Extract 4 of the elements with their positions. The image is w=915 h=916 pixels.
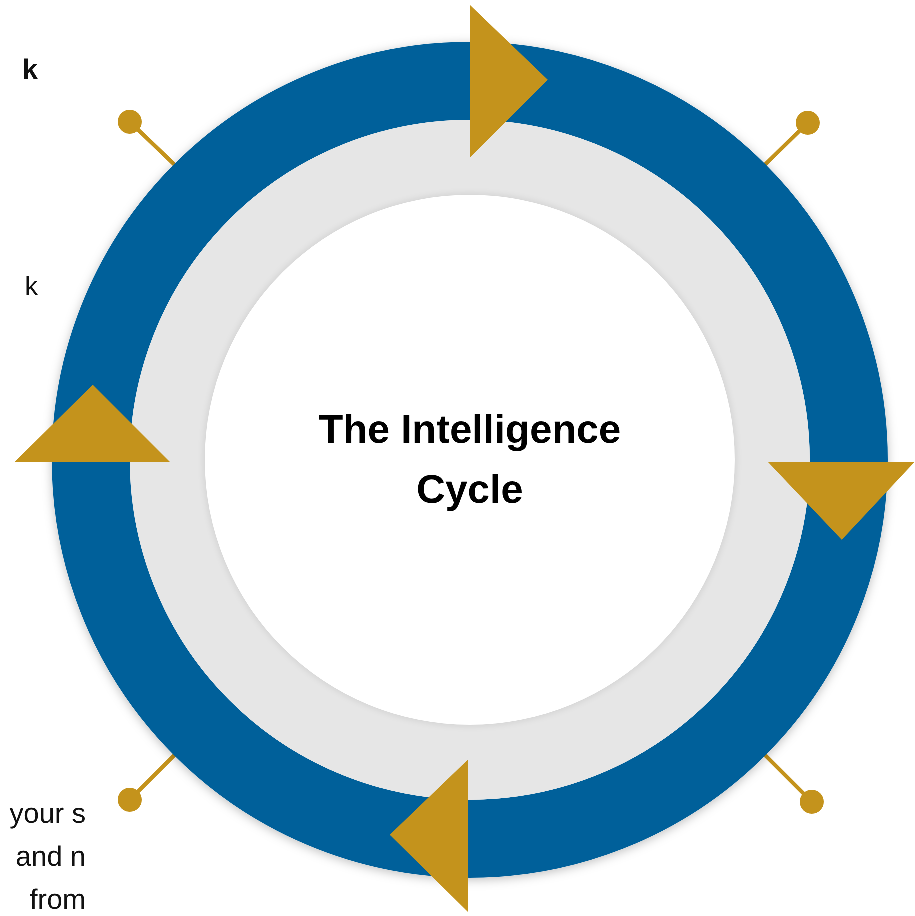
cut-off-text: k bbox=[24, 270, 38, 303]
cut-off-text: k bbox=[21, 53, 38, 87]
node-label: The Intelligence Cycle bbox=[318, 407, 622, 514]
cut-off-text: your s and n from bbox=[8, 797, 86, 916]
